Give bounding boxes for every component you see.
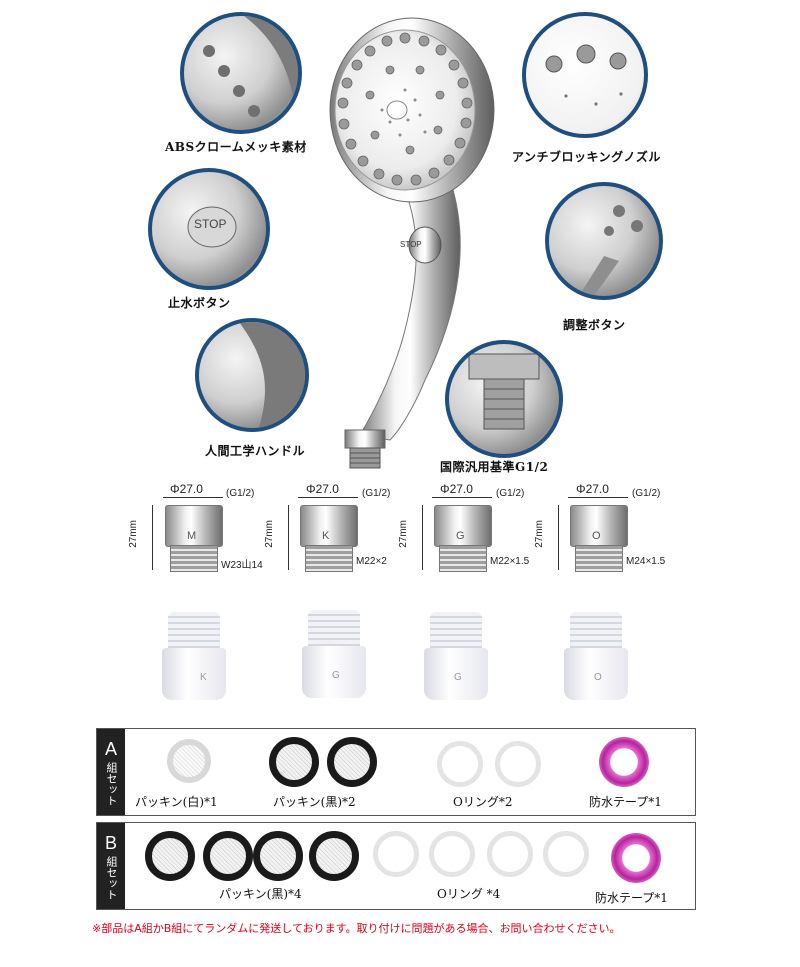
waterproof-tape (599, 737, 649, 787)
adapter-diameter: Φ27.0 (170, 482, 203, 496)
set-a-box: A 組セット パッキン(白)*1 パッキン(黒)*2 Oリング*2 防水テープ*… (96, 728, 696, 816)
ergonomic-label: 人間工学ハンドル (205, 444, 306, 458)
set-a-item: パッキン(白)*1 (135, 795, 218, 809)
stop-closeup-circle: STOP (148, 168, 270, 290)
set-b-item: 防水テープ*1 (595, 891, 668, 905)
adapter-thread-spec: M22×1.5 (490, 556, 530, 567)
anti-block-closeup-circle (522, 12, 648, 138)
o-ring (495, 741, 541, 787)
adjust-button-label: 調整ボタン (563, 318, 626, 332)
o-ring (487, 831, 533, 877)
black-packing (203, 831, 253, 881)
diameter-line (432, 497, 492, 498)
adapter-thread-top: (G1/2) (226, 488, 255, 499)
o-ring (543, 831, 589, 877)
o-ring (437, 741, 483, 787)
white-adapter-o: O (564, 612, 628, 700)
adapter-thread-spec: W23山14 (221, 560, 263, 571)
adapter-height: 27mm (264, 520, 275, 548)
set-a-tag-text: 組セット (105, 761, 118, 806)
adapter-letter: O (592, 530, 601, 542)
set-b-tag-text: 組セット (105, 855, 118, 900)
adapter-body (570, 505, 628, 547)
height-line (288, 505, 289, 570)
adjust-closeup-image (579, 205, 643, 296)
white-adapter-g2: G (424, 612, 488, 700)
set-a-item: パッキン(黒)*2 (273, 795, 356, 809)
adapter-thread (305, 545, 353, 572)
white-adapter-letter: K (200, 672, 207, 683)
shower-head-illustration (329, 17, 495, 469)
white-adapter-letter: G (454, 672, 462, 683)
adapter-letter: K (322, 530, 330, 542)
height-line (422, 505, 423, 570)
adapter-thread (439, 545, 487, 572)
height-line (152, 505, 153, 570)
white-adapter-g1: G (302, 610, 366, 698)
ergonomic-closeup-image (239, 322, 305, 428)
shipping-note: ※部品はA組かB組にてランダムに発送しております。取り付けに問題がある場合、お問… (92, 922, 621, 935)
o-ring (373, 831, 419, 877)
white-adapter-k: K (162, 612, 226, 700)
adapter-thread-top: (G1/2) (496, 488, 525, 499)
set-a-item: Oリング*2 (453, 795, 513, 809)
standard-closeup-circle (445, 340, 563, 458)
set-b-item: Oリング *4 (437, 887, 501, 901)
diameter-line (298, 497, 358, 498)
diameter-line (163, 497, 223, 498)
adapter-thread-spec: M24×1.5 (626, 556, 666, 567)
standard-label: 国際汎用基準G1/2 (440, 460, 549, 474)
black-packing (269, 737, 319, 787)
adapter-thread (575, 545, 623, 572)
adapter-letter: M (187, 530, 197, 542)
adapter-height: 27mm (128, 520, 139, 548)
o-ring (429, 831, 475, 877)
set-b-box: B 組セット パッキン(黒)*4 Oリング *4 防水テープ*1 (96, 822, 696, 910)
adjust-closeup-circle (545, 182, 663, 300)
black-packing (327, 737, 377, 787)
adapter-body (434, 505, 492, 547)
adapter-letter: G (456, 530, 465, 542)
adapter-body (165, 505, 223, 547)
adapter-thread-top: (G1/2) (632, 488, 661, 499)
adapter-thread-top: (G1/2) (362, 488, 391, 499)
white-adapter-letter: G (332, 670, 340, 681)
height-line (558, 505, 559, 570)
set-a-item: 防水テープ*1 (589, 795, 662, 809)
set-a-letter: A (104, 738, 117, 759)
set-b-tag: B 組セット (97, 823, 125, 909)
standard-closeup-image (468, 353, 540, 430)
waterproof-tape (611, 833, 661, 883)
black-packing (309, 831, 359, 881)
stop-closeup-image (187, 206, 237, 248)
black-packing (253, 831, 303, 881)
stop-button-label: 止水ボタン (168, 296, 231, 310)
set-b-item: パッキン(黒)*4 (219, 887, 302, 901)
adapter-diameter: Φ27.0 (576, 482, 609, 496)
set-b-letter: B (104, 832, 117, 853)
shower-stop-button-text: STOP (400, 240, 422, 249)
adapter-height: 27mm (398, 520, 409, 548)
set-a-tag: A 組セット (97, 729, 125, 815)
adapter-diameter: Φ27.0 (440, 482, 473, 496)
abs-closeup-circle (180, 12, 302, 134)
black-packing (145, 831, 195, 881)
adapter-height: 27mm (534, 520, 545, 548)
anti-block-closeup-image (545, 44, 627, 106)
ergonomic-closeup-circle (195, 318, 309, 432)
white-packing (167, 739, 211, 783)
abs-closeup-image (203, 16, 298, 130)
adapter-diameter: Φ27.0 (306, 482, 339, 496)
abs-label: ABSクロームメッキ素材 (165, 140, 307, 154)
white-adapter-letter: O (594, 672, 602, 683)
stop-closeup-text: STOP (194, 217, 227, 231)
adapter-thread (170, 545, 218, 572)
anti-block-label: アンチブロッキングノズル (512, 150, 661, 164)
diameter-line (568, 497, 628, 498)
adapter-thread-spec: M22×2 (356, 556, 387, 567)
